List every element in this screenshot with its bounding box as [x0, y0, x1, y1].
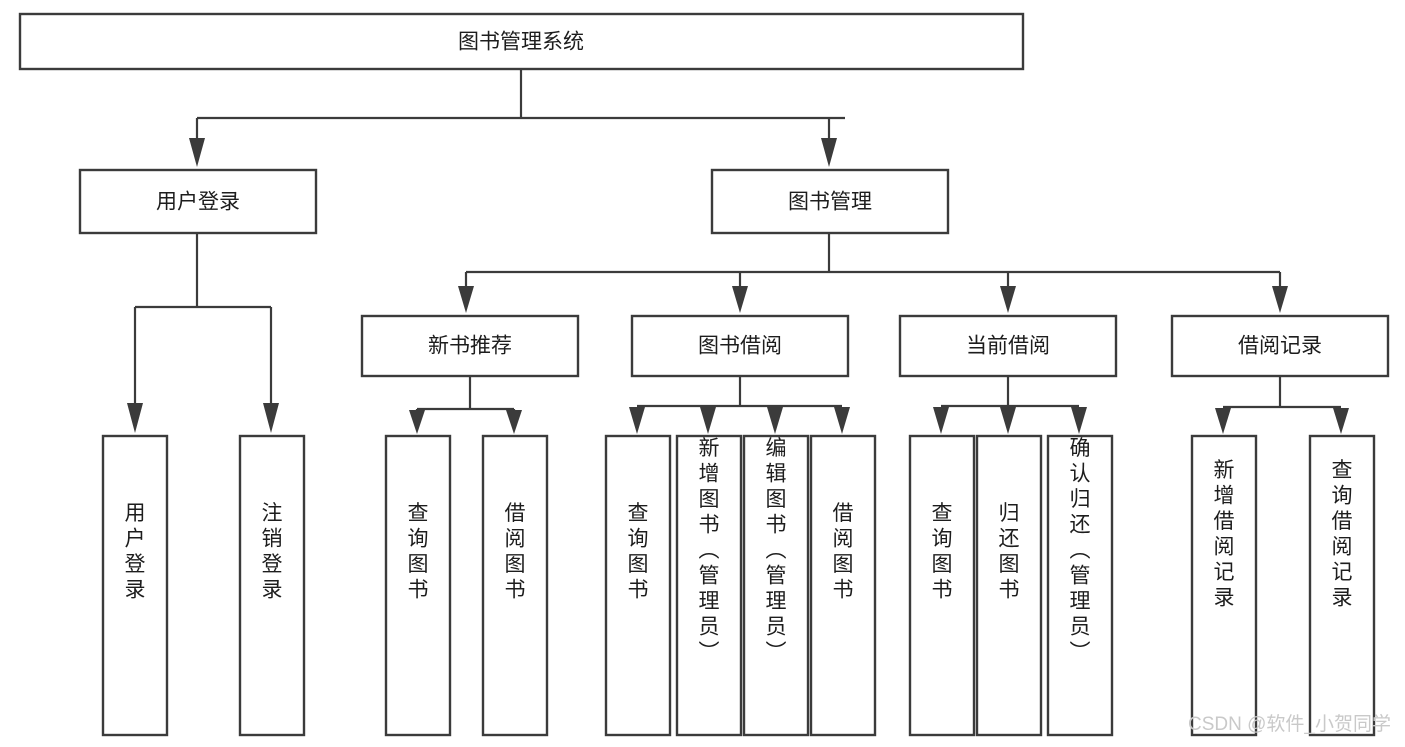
node-root-label: 图书管理系统 — [458, 31, 584, 54]
leaf-br-add-record-label: 新增借阅记录 — [1214, 459, 1235, 610]
node-current-borrow-box[interactable] — [898, 314, 1118, 378]
node-book-borrow[interactable]: 图书借阅 — [630, 314, 850, 378]
arrowhead-leaf-query-book-2 — [629, 407, 645, 434]
node-new-book-recommend-label: 新书推荐 — [428, 335, 512, 358]
node-root[interactable]: 图书管理系统 — [18, 12, 1025, 71]
node-new-book-recommend-box[interactable] — [360, 314, 580, 378]
leaf-br-query-record-box[interactable] — [1308, 434, 1376, 737]
leaf-logout[interactable]: 注销登录 — [238, 434, 306, 737]
arrowhead-leaf-logout — [263, 403, 279, 433]
leaf-cb-confirm-return-box[interactable] — [1046, 434, 1114, 737]
leaf-cb-return-book-box[interactable] — [975, 434, 1043, 737]
arrowhead-leaf-borrow-book-1 — [506, 410, 522, 434]
leaf-br-add-record[interactable]: 新增借阅记录 — [1190, 434, 1258, 737]
leaf-bb-query-book-box[interactable] — [604, 434, 672, 737]
leaf-bb-add-book[interactable]: 新增图书︵管理员︶ — [675, 434, 743, 737]
arrowhead-leaf-query-record — [1333, 408, 1349, 434]
leaf-bb-edit-book-box[interactable] — [742, 434, 810, 737]
arrowhead-leaf-user-login — [127, 403, 143, 433]
arrowhead-newbook — [458, 286, 474, 313]
leaf-bb-borrow-book-label: 借阅图书 — [833, 502, 854, 602]
leaf-user-login[interactable]: 用户登录 — [101, 434, 169, 737]
node-borrow-record[interactable]: 借阅记录 — [1170, 314, 1390, 378]
leaf-cb-query-book-box[interactable] — [908, 434, 976, 737]
leaf-br-query-record[interactable]: 查询借阅记录 — [1308, 434, 1376, 737]
csdn-watermark: CSDN @软件_小贺同学 — [1188, 713, 1391, 735]
leaf-nbr-borrow-book[interactable]: 借阅图书 — [481, 434, 549, 737]
arrowhead-bookmgmt — [821, 138, 837, 167]
leaf-nbr-borrow-book-label: 借阅图书 — [505, 502, 526, 602]
node-borrow-record-box[interactable] — [1170, 314, 1390, 378]
leaf-nbr-query-book[interactable]: 查询图书 — [384, 434, 452, 737]
leaf-nbr-query-book-box[interactable] — [384, 434, 452, 737]
leaf-cb-return-book-label: 归还图书 — [999, 502, 1020, 602]
node-book-management[interactable]: 图书管理 — [710, 168, 950, 235]
leaf-br-query-record-label: 查询借阅记录 — [1332, 459, 1353, 610]
leaf-cb-confirm-return[interactable]: 确认归还︵管理员︶ — [1046, 434, 1114, 737]
arrowhead-leaf-query-book-1 — [409, 410, 425, 434]
arrowhead-leaf-borrow-book-2 — [834, 407, 850, 434]
arrowhead-leaf-return-book — [1000, 407, 1016, 434]
arrowhead-leaf-add-record — [1215, 408, 1231, 434]
leaf-bb-borrow-book[interactable]: 借阅图书 — [809, 434, 877, 737]
leaf-cb-return-book[interactable]: 归还图书 — [975, 434, 1043, 737]
leaf-bb-query-book[interactable]: 查询图书 — [604, 434, 672, 737]
connector-layer — [127, 69, 1349, 434]
leaf-logout-box[interactable] — [238, 434, 306, 737]
node-current-borrow-label: 当前借阅 — [966, 335, 1050, 358]
arrowhead-currentborrow — [1000, 286, 1016, 313]
leaf-bb-edit-book-label: 编辑图书︵管理员︶ — [766, 437, 787, 664]
leaf-cb-query-book-label: 查询图书 — [932, 502, 953, 602]
node-user-login[interactable]: 用户登录 — [78, 168, 318, 235]
node-current-borrow[interactable]: 当前借阅 — [898, 314, 1118, 378]
leaf-nbr-borrow-book-box[interactable] — [481, 434, 549, 737]
node-borrow-record-label: 借阅记录 — [1238, 335, 1322, 358]
node-user-login-box[interactable] — [78, 168, 318, 235]
leaf-user-login-box[interactable] — [101, 434, 169, 737]
leaf-user-login-label: 用户登录 — [125, 502, 146, 602]
arrowhead-leaf-add-book — [700, 407, 716, 434]
arrowhead-borrowrecord — [1272, 286, 1288, 313]
node-user-login-label: 用户登录 — [156, 191, 240, 214]
leaf-br-add-record-box[interactable] — [1190, 434, 1258, 737]
arrowhead-bookborrow — [732, 286, 748, 313]
node-book-borrow-label: 图书借阅 — [698, 335, 782, 358]
node-book-management-box[interactable] — [710, 168, 950, 235]
arrowhead-leaf-confirm-return — [1071, 407, 1087, 434]
leaf-bb-borrow-book-box[interactable] — [809, 434, 877, 737]
leaf-bb-add-book-box[interactable] — [675, 434, 743, 737]
node-new-book-recommend[interactable]: 新书推荐 — [360, 314, 580, 378]
leaf-bb-query-book-label: 查询图书 — [628, 502, 649, 602]
arrowhead-leaf-edit-book — [767, 407, 783, 434]
leaf-bb-add-book-label: 新增图书︵管理员︶ — [699, 437, 720, 664]
leaf-cb-query-book[interactable]: 查询图书 — [908, 434, 976, 737]
node-book-management-label: 图书管理 — [788, 191, 872, 214]
leaf-bb-edit-book[interactable]: 编辑图书︵管理员︶ — [742, 434, 810, 737]
leaf-logout-label: 注销登录 — [262, 502, 283, 602]
node-root-box[interactable] — [18, 12, 1025, 71]
leaf-cb-confirm-return-label: 确认归还︵管理员︶ — [1070, 437, 1091, 664]
arrowhead-userlogin — [189, 138, 205, 167]
arrowhead-leaf-query-book-3 — [933, 407, 949, 434]
node-book-borrow-box[interactable] — [630, 314, 850, 378]
leaf-nbr-query-book-label: 查询图书 — [408, 502, 429, 602]
